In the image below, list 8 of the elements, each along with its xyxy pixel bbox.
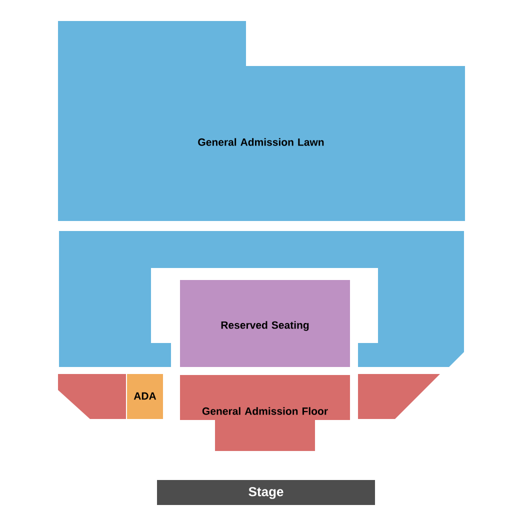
floor-section: General Admission Floor — [180, 375, 350, 451]
seating-section: Reserved Seating — [180, 280, 350, 367]
stage: Stage — [157, 480, 375, 505]
lawn-section — [59, 231, 464, 367]
floor-section — [58, 374, 126, 419]
lawn-section: General Admission Lawn — [58, 21, 465, 221]
floor-section — [358, 374, 440, 419]
ada-section: ADA — [127, 374, 163, 419]
